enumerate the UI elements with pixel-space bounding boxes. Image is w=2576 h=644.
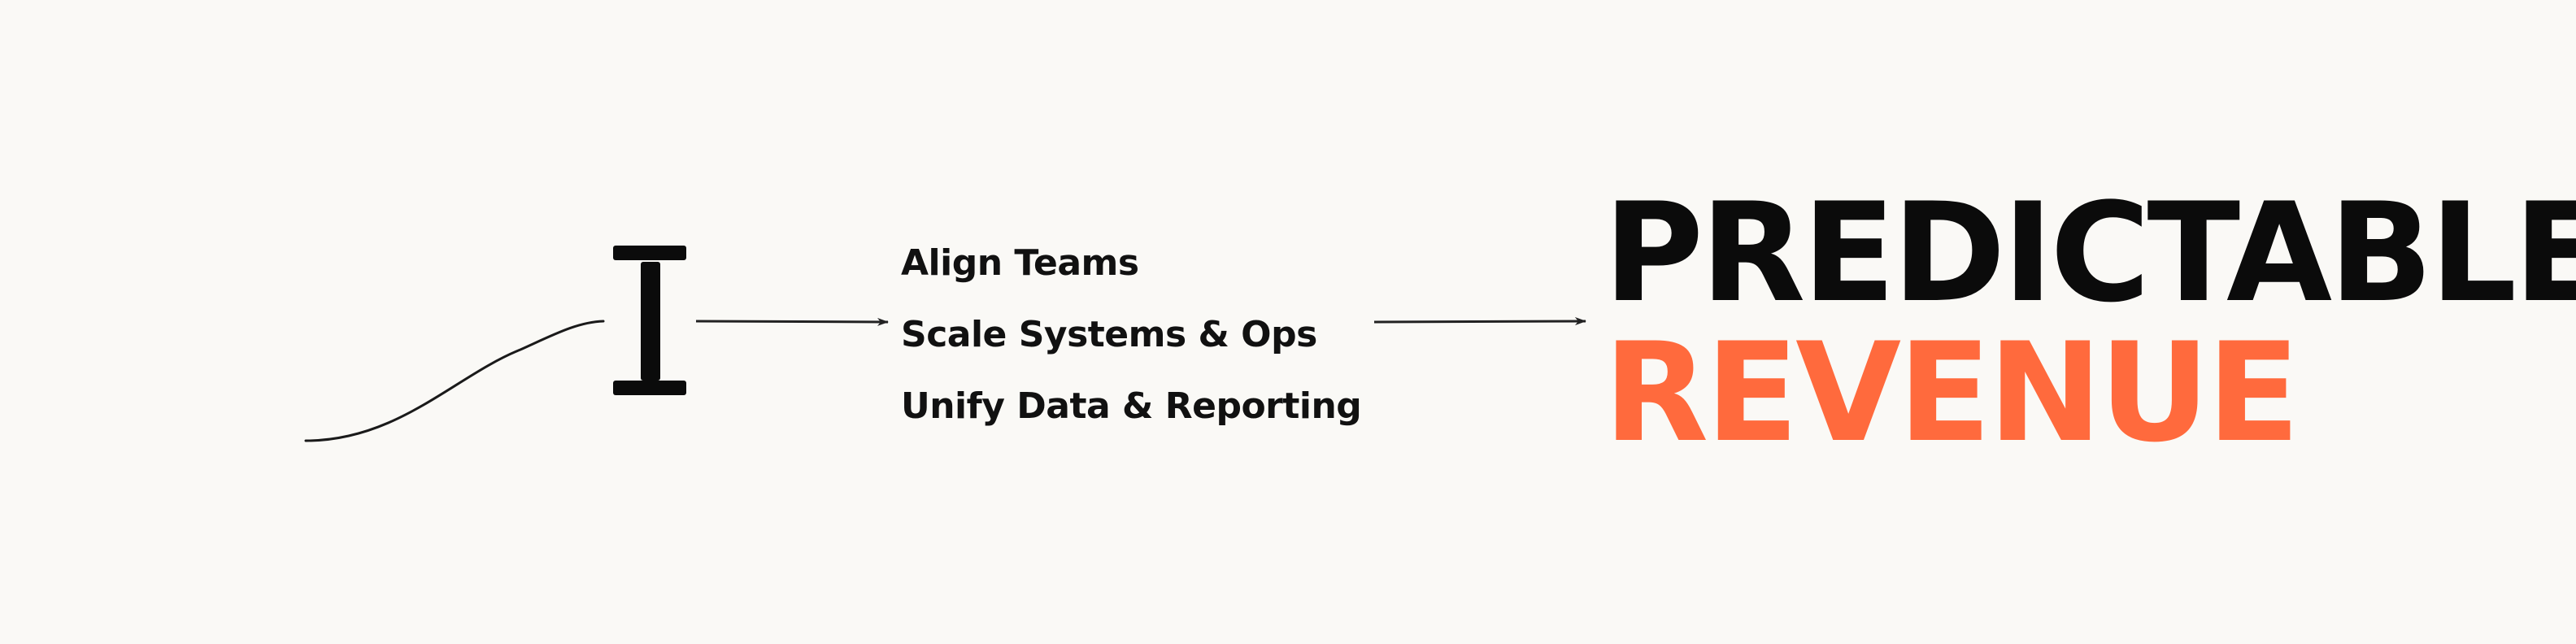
arrow-right-icon bbox=[695, 317, 889, 326]
step-align-teams: Align Teams bbox=[901, 242, 1139, 284]
growth-curve bbox=[304, 320, 605, 442]
steps-list: Align Teams Scale Systems & Ops Unify Da… bbox=[901, 228, 1405, 442]
headline-line-1: PREDICTABLE bbox=[1603, 173, 2576, 333]
step-scale-systems: Scale Systems & Ops bbox=[901, 314, 1317, 355]
arrow-right-icon bbox=[1373, 317, 1586, 326]
outcome-headline: PREDICTABLE REVENUE bbox=[1603, 173, 2576, 472]
headline-line-2: REVENUE bbox=[1603, 313, 2300, 472]
i-beam-icon bbox=[613, 246, 686, 395]
step-unify-data: Unify Data & Reporting bbox=[901, 385, 1362, 427]
